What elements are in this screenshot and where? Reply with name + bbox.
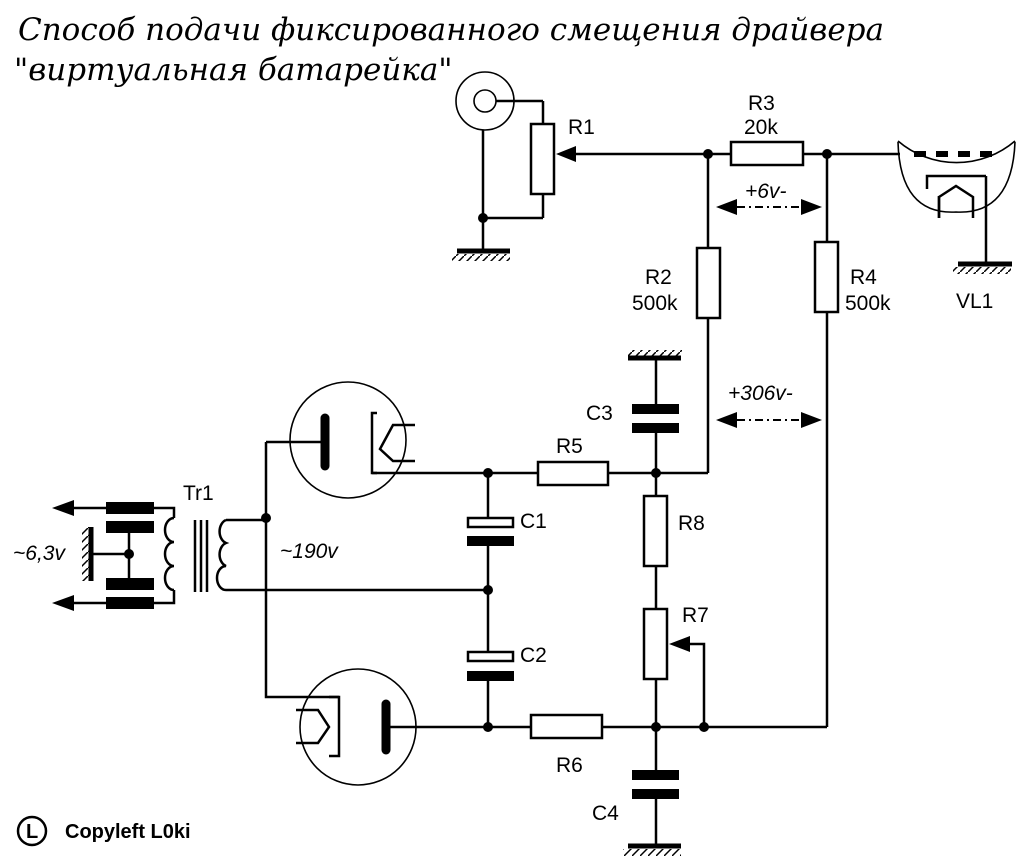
ground-symbol-input [452,248,510,261]
resistor-r1 [529,101,708,218]
title-line-2: "виртуальная батарейка" [14,52,453,88]
resistor-r8 [642,473,669,609]
label-r3: R3 [748,92,775,115]
resistor-r2 [695,154,722,473]
label-c1: C1 [520,510,547,533]
capacitor-c4 [632,727,679,845]
ground-symbol-c3 [628,350,682,361]
label-tr1: Tr1 [183,482,214,505]
ground-symbol-c4 [623,843,681,856]
voltage-arrow-6v [716,199,822,215]
label-r8: R8 [678,512,705,535]
label-r1: R1 [568,116,595,139]
label-r4: R4 [850,266,877,289]
label-r5: R5 [556,435,583,458]
resistor-r6 [488,713,656,740]
value-r2: 500k [632,292,678,315]
resistor-r7 [642,607,706,727]
copyleft-text: Copyleft L0ki [65,821,191,843]
label-r6: R6 [556,754,583,777]
ground-symbol-heater [82,527,94,581]
voltage-label-6v: +6v- [745,180,786,203]
heater-winding [52,500,154,611]
copyleft-symbol: L [26,821,38,843]
voltage-label-6-3v: ~6,3v [13,542,66,565]
diode-lower [264,442,488,786]
transformer-tr1 [60,506,488,605]
resistor-r3 [708,140,827,167]
label-c3: C3 [586,402,613,425]
label-r7: R7 [682,604,709,627]
value-r4: 500k [845,292,891,315]
capacitor-c3 [632,358,679,473]
label-vl1: VL1 [956,290,993,313]
value-r3: 20k [744,116,778,139]
voltage-label-306v: +306v- [728,382,793,405]
label-c2: C2 [520,644,547,667]
resistor-r5 [488,460,708,487]
copyleft-logo: L [16,815,48,847]
voltage-arrow-306v [716,412,822,428]
ground-symbol-vl1 [953,261,1012,274]
capacitor-c2 [466,590,515,727]
input-jack [455,71,543,250]
voltage-label-190v: ~190v [280,540,339,563]
diode-upper [266,381,488,499]
label-r2: R2 [645,266,672,289]
resistor-r4 [813,154,840,727]
label-c4: C4 [592,802,619,825]
tube-vl1 [897,140,1016,264]
title-line-1: Способ подачи фиксированного смещения др… [18,12,884,48]
capacitor-c1 [466,473,515,590]
